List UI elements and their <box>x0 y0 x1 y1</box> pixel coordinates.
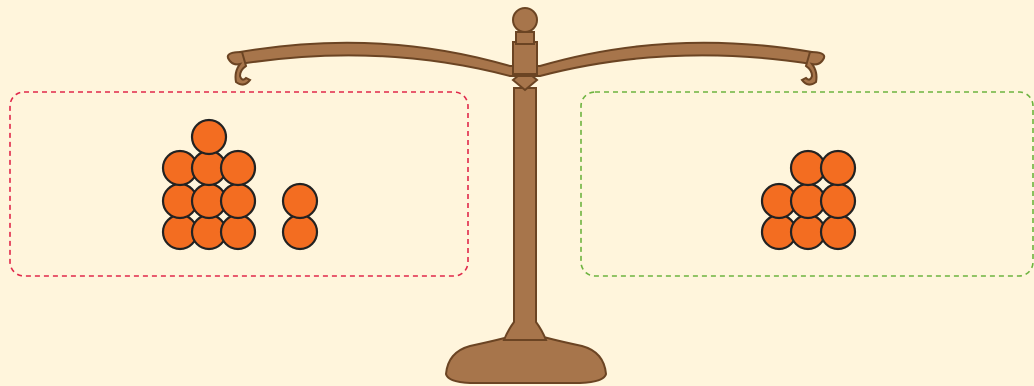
counter-icon <box>821 184 855 218</box>
counter-icon <box>221 215 255 249</box>
counter-icon <box>821 151 855 185</box>
scale-top-post <box>513 42 537 74</box>
counter-icon <box>221 151 255 185</box>
counter-icon <box>821 215 855 249</box>
counter-icon <box>221 184 255 218</box>
counter-icon <box>283 215 317 249</box>
left-pan-counters <box>163 120 317 249</box>
counter-icon <box>192 120 226 154</box>
scale-finial <box>513 8 537 32</box>
balance-scale-icon <box>228 8 824 383</box>
right-pan-counters <box>762 151 855 249</box>
scale-base <box>446 336 606 383</box>
scale-post <box>504 88 546 340</box>
scale-top-cap <box>516 32 534 44</box>
counter-icon <box>283 184 317 218</box>
